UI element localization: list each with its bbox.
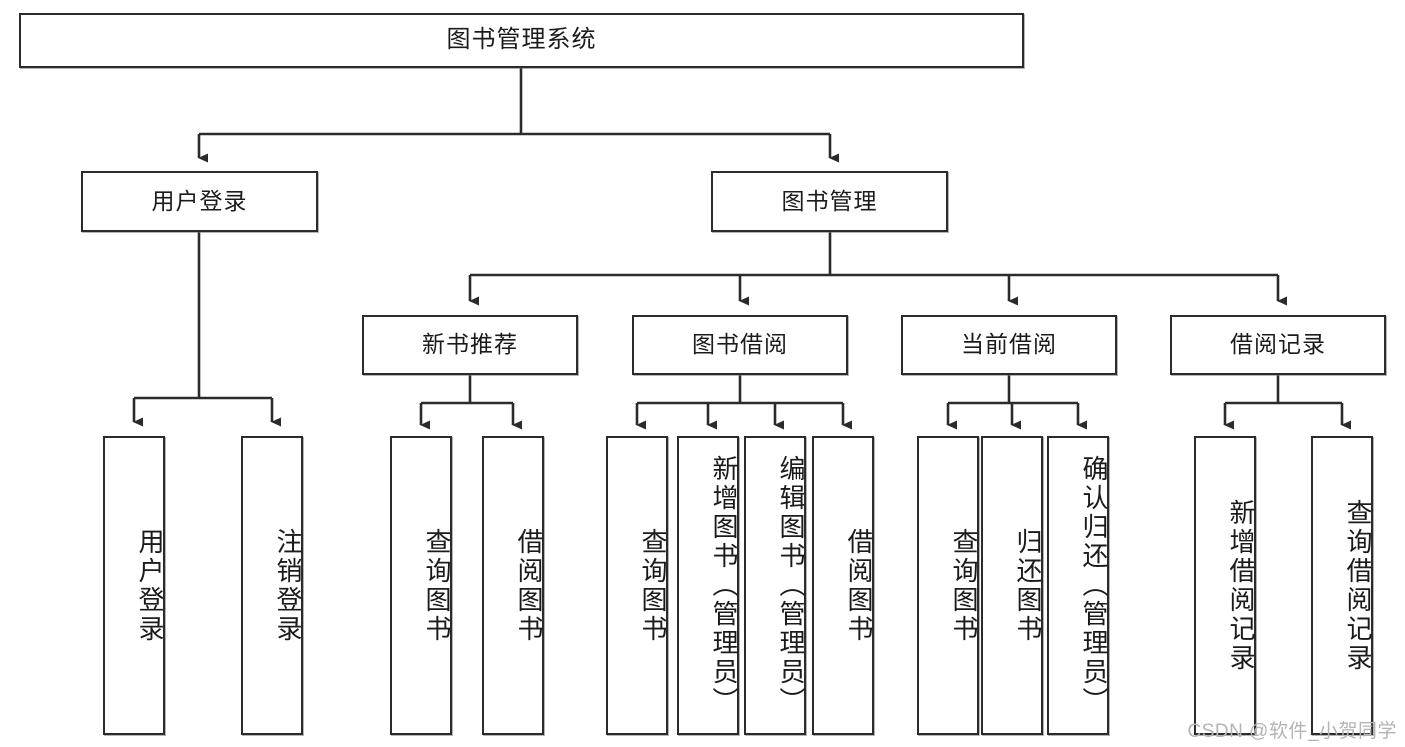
watermark-text: CSDN @软件_小贺同学 — [1187, 721, 1397, 742]
node-book-borrow[interactable]: 图书借阅 — [632, 315, 848, 375]
leaf-recommend-borrow-book[interactable]: 借阅图书 — [482, 436, 544, 735]
node-label: 当前借阅 — [961, 331, 1057, 358]
leaf-user-login-logout[interactable]: 注销登录 — [241, 436, 303, 735]
leaf-records-query-record[interactable]: 查询借阅记录 — [1311, 436, 1373, 735]
node-new-book-recommend[interactable]: 新书推荐 — [362, 315, 578, 375]
node-user-login[interactable]: 用户登录 — [81, 171, 318, 232]
node-root-book-management-system[interactable]: 图书管理系统 — [19, 13, 1024, 68]
node-current-borrow[interactable]: 当前借阅 — [901, 315, 1117, 375]
node-borrow-records[interactable]: 借阅记录 — [1170, 315, 1386, 375]
node-label: 确认归还（管理员） — [1079, 455, 1109, 716]
node-label: 查询借阅记录 — [1343, 498, 1373, 673]
leaf-user-login-login[interactable]: 用户登录 — [103, 436, 165, 735]
leaf-current-return-book[interactable]: 归还图书 — [981, 436, 1043, 735]
node-label: 查询图书 — [949, 527, 979, 644]
node-label: 新书推荐 — [422, 331, 518, 358]
node-label: 查询图书 — [422, 527, 452, 644]
node-label: 归还图书 — [1013, 527, 1043, 644]
leaf-current-query-book[interactable]: 查询图书 — [917, 436, 979, 735]
node-label: 借阅图书 — [514, 527, 544, 644]
leaf-current-confirm-return-admin[interactable]: 确认归还（管理员） — [1047, 436, 1109, 735]
leaf-records-add-record[interactable]: 新增借阅记录 — [1194, 436, 1256, 735]
node-label: 图书管理 — [781, 187, 878, 214]
node-label: 编辑图书（管理员） — [776, 455, 806, 716]
node-label: 借阅图书 — [844, 527, 874, 644]
node-label: 新增图书（管理员） — [709, 455, 739, 716]
leaf-recommend-query-book[interactable]: 查询图书 — [390, 436, 452, 735]
leaf-borrow-edit-book-admin[interactable]: 编辑图书（管理员） — [744, 436, 806, 735]
leaf-borrow-query-book[interactable]: 查询图书 — [606, 436, 668, 735]
node-label: 图书借阅 — [692, 331, 788, 358]
node-label: 查询图书 — [638, 527, 668, 644]
leaf-borrow-borrow-book[interactable]: 借阅图书 — [812, 436, 874, 735]
node-label: 借阅记录 — [1230, 331, 1326, 358]
node-label: 用户登录 — [151, 187, 248, 214]
node-label: 新增借阅记录 — [1226, 498, 1256, 673]
node-label: 图书管理系统 — [446, 26, 597, 54]
leaf-borrow-add-book-admin[interactable]: 新增图书（管理员） — [677, 436, 739, 735]
node-label: 注销登录 — [273, 527, 303, 644]
node-book-management[interactable]: 图书管理 — [711, 171, 948, 232]
node-label: 用户登录 — [135, 527, 165, 644]
